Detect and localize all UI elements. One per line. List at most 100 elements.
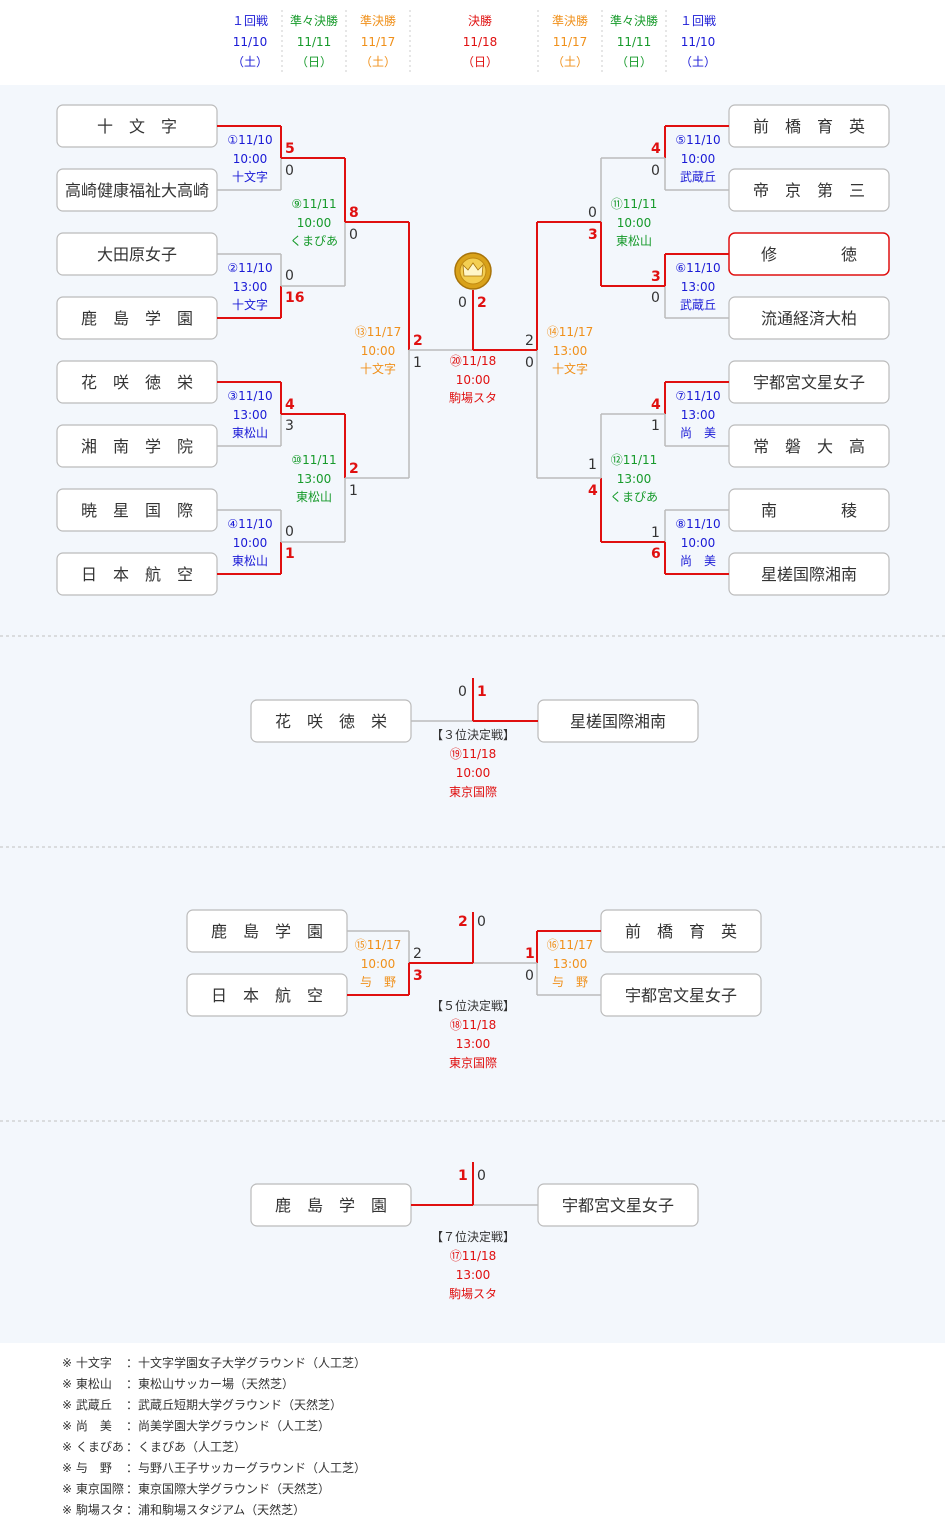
match16-info-venue: 与 野 [552,975,588,989]
match6-info-venue: 武蔵丘 [680,298,716,312]
team-right-3[interactable]: 修 徳 [728,232,890,276]
match14-info-time: 13:00 [553,344,588,358]
score-m13-bot: 1 [413,355,422,371]
score-m15-top: 2 [413,946,422,962]
team-name: 鹿 島 学 園 [211,922,323,941]
match20-info-time: 10:00 [456,373,491,387]
team-right-1[interactable]: 前 橋 育 英 [728,104,890,148]
match6-info-date: ⑥11/10 [675,261,720,275]
match5-info-venue: 武蔵丘 [680,170,716,184]
team-left-5[interactable]: 花 咲 徳 栄 [56,360,218,404]
header-round: １回戦 [232,14,268,28]
match1-info-venue: 十文字 [232,169,268,184]
header-day: （土） [680,55,716,69]
team-name: 鹿 島 学 園 [81,309,193,328]
match6-info-time: 13:00 [681,280,716,294]
fifth-time: 13:00 [456,1037,491,1051]
match15-info-date: ⑮11/17 [355,938,402,952]
score-m4-bot: 1 [285,546,295,562]
team-left-8[interactable]: 日 本 航 空 [56,552,218,596]
venue-note-value: ：東松山サッカー場（天然芝） [126,1377,295,1391]
match2-info-time: 13:00 [233,280,268,294]
header-round: １回戦 [680,14,716,28]
venue-note-value: ：十文字学園女子大学グラウンド（人工芝） [126,1356,367,1370]
match12-info-time: 13:00 [617,472,652,486]
score-m16-top: 1 [525,946,535,962]
header-date: 11/17 [553,35,588,49]
team-name: 日 本 航 空 [211,986,323,1005]
fifth-team-right-1[interactable]: 前 橋 育 英 [600,909,762,953]
third-title: 【３位決定戦】 [431,727,515,742]
team-right-2[interactable]: 帝 京 第 三 [728,168,890,212]
header-date: 11/18 [463,35,498,49]
team-name: 宇都宮文星女子 [562,1196,674,1215]
seventh-team-left[interactable]: 鹿 島 学 園 [250,1183,412,1227]
third-team-right[interactable]: 星槎国際湘南 [537,699,699,743]
venue-note-value: ：浦和駒場スタジアム（天然芝） [126,1503,306,1517]
venue-note-value: ：武蔵丘短期大学グラウンド（天然芝） [126,1398,343,1412]
match5-info-date: ⑤11/10 [675,133,720,147]
third-venue: 東京国際 [449,785,497,799]
team-right-4[interactable]: 流通経済大柏 [728,296,890,340]
seventh-title: 【７位決定戦】 [431,1229,515,1244]
header-day: （日） [616,55,652,69]
team-name: 十 文 字 [97,117,177,136]
team-name: 宇都宮文星女子 [625,986,737,1005]
team-right-7[interactable]: 南 稜 [728,488,890,532]
team-right-6[interactable]: 常 磐 大 高 [728,424,890,468]
header-date: 11/11 [617,35,652,49]
match20-info-venue: 駒場スタ [449,391,497,405]
score-final-right: 2 [477,295,487,311]
score-m2-bot: 16 [285,290,304,306]
score-m3-top: 4 [285,397,295,413]
match8-info-time: 10:00 [681,536,716,550]
seventh-date: ⑰11/18 [450,1249,497,1263]
match15-info-venue: 与 野 [360,975,396,989]
team-name: 湘 南 学 院 [81,437,193,456]
match4-info-time: 10:00 [233,536,268,550]
team-name: 暁 星 国 際 [81,501,193,520]
team-left-4[interactable]: 鹿 島 学 園 [56,296,218,340]
venue-note-key: ※ 与 野 [62,1461,112,1475]
fifth-team-right-2[interactable]: 宇都宮文星女子 [600,973,762,1017]
header-round: 準々決勝 [610,13,658,28]
score-m9-bot: 0 [349,227,358,243]
match10-info-date: ⑩11/11 [291,453,336,467]
header-day: （日） [296,55,332,69]
venue-note-key: ※ 東京国際 [62,1482,124,1496]
team-left-1[interactable]: 十 文 字 [56,104,218,148]
match10-info-time: 13:00 [297,472,332,486]
fifth-venue: 東京国際 [449,1056,497,1070]
team-right-5[interactable]: 宇都宮文星女子 [728,360,890,404]
team-left-3[interactable]: 大田原女子 [56,232,218,276]
venue-note: ※ 東京国際：東京国際大学グラウンド（天然芝） [62,1480,330,1497]
header-round: 決勝 [468,13,492,28]
venue-note-key: ※ 東松山 [62,1377,112,1391]
venue-note-key: ※ 十文字 [62,1356,112,1370]
header-day: （土） [360,55,396,69]
seventh-team-right[interactable]: 宇都宮文星女子 [537,1183,699,1227]
header-date: 11/10 [681,35,716,49]
team-left-6[interactable]: 湘 南 学 院 [56,424,218,468]
fifth-team-left-2[interactable]: 日 本 航 空 [186,973,348,1017]
third-team-left[interactable]: 花 咲 徳 栄 [250,699,412,743]
third-time: 10:00 [456,766,491,780]
header-day: （土） [552,55,588,69]
team-name: 大田原女子 [97,245,177,264]
third-date: ⑲11/18 [450,747,497,761]
team-name: 花 咲 徳 栄 [275,712,387,731]
venue-note-key: ※ くまぴあ [62,1440,124,1454]
team-right-8[interactable]: 星槎国際湘南 [728,552,890,596]
match4-info-venue: 東松山 [232,554,268,568]
third-score-right: 1 [477,684,487,700]
match7-info-venue: 尚 美 [680,426,716,440]
score-m7-top: 4 [651,397,661,413]
match11-info-date: ⑪11/11 [611,197,658,211]
score-m11-top: 0 [588,205,597,221]
header-date: 11/11 [297,35,332,49]
venue-note-value: ：東京国際大学グラウンド（天然芝） [126,1482,331,1496]
fifth-team-left-1[interactable]: 鹿 島 学 園 [186,909,348,953]
team-left-2[interactable]: 高崎健康福祉大高崎 [56,168,218,212]
team-left-7[interactable]: 暁 星 国 際 [56,488,218,532]
score-m8-top: 1 [651,525,660,541]
